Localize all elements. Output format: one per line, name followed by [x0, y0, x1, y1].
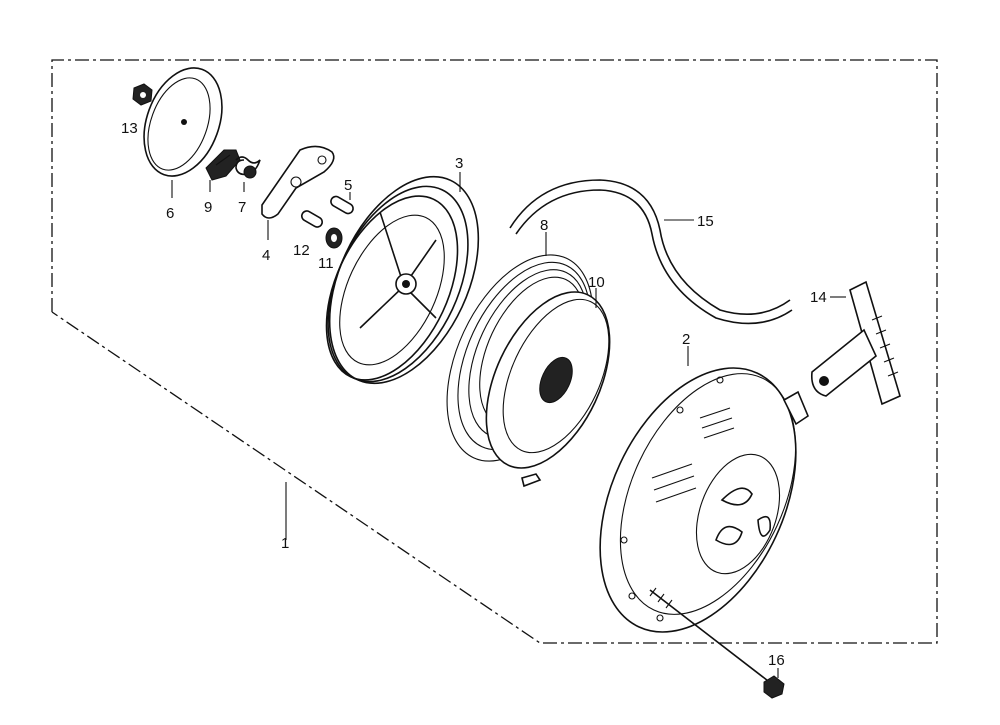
- label-11: 11: [318, 255, 334, 272]
- label-8: 8: [540, 217, 548, 234]
- label-7: 7: [238, 199, 246, 216]
- label-14: 14: [810, 289, 827, 306]
- part-5-pin: [330, 195, 354, 215]
- part-3-reel: [325, 175, 480, 385]
- part-6-cover-plate: [143, 67, 223, 177]
- label-10: 10: [588, 274, 605, 291]
- part-16-bolt: [649, 587, 785, 699]
- label-15: 15: [697, 213, 714, 230]
- part-11-washer: [325, 227, 343, 249]
- label-16: 16: [768, 652, 785, 669]
- label-5: 5: [344, 177, 352, 194]
- part-13-nut: [132, 83, 153, 106]
- label-6: 6: [166, 205, 174, 222]
- part-12-pin: [301, 210, 323, 228]
- label-13: 13: [121, 120, 138, 137]
- label-2: 2: [682, 331, 690, 348]
- label-3: 3: [455, 155, 463, 172]
- label-12: 12: [293, 242, 310, 259]
- part-4-ratchet: [261, 145, 335, 219]
- part-2-starter-case: [599, 367, 809, 633]
- label-4: 4: [262, 247, 270, 264]
- part-14-starter-grip: [810, 280, 901, 406]
- assembly-boundary: [51, 59, 938, 644]
- label-9: 9: [204, 199, 212, 216]
- part-9-guide: [205, 149, 241, 181]
- part-15-rope: [509, 179, 793, 325]
- part-7-spring: [235, 156, 261, 179]
- part-10-spring-case: [485, 291, 611, 488]
- label-1: 1: [281, 535, 289, 552]
